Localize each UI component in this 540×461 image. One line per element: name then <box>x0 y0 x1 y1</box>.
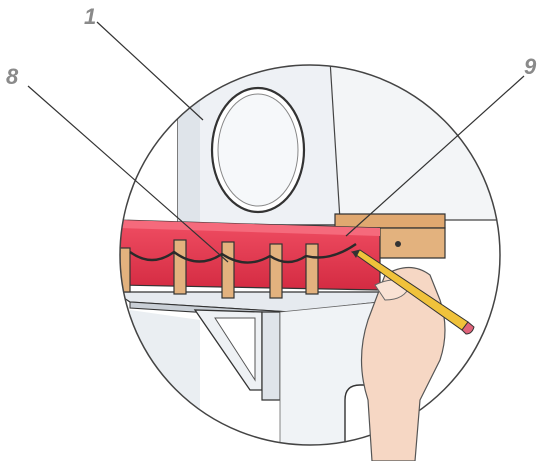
post <box>174 240 186 294</box>
wall-panel-shade <box>178 60 200 225</box>
leader-line-1 <box>97 22 203 120</box>
post <box>222 242 234 298</box>
detail-circle <box>100 60 520 460</box>
callout-9-label: 9 <box>524 56 536 78</box>
post <box>120 248 130 292</box>
upper-shelf <box>335 214 445 228</box>
wall-panel-right <box>330 60 520 220</box>
post <box>270 244 282 298</box>
callout-1-label: 1 <box>84 6 96 28</box>
drawer-icon <box>395 241 401 247</box>
callout-8-label: 8 <box>6 66 18 88</box>
post <box>306 244 318 294</box>
